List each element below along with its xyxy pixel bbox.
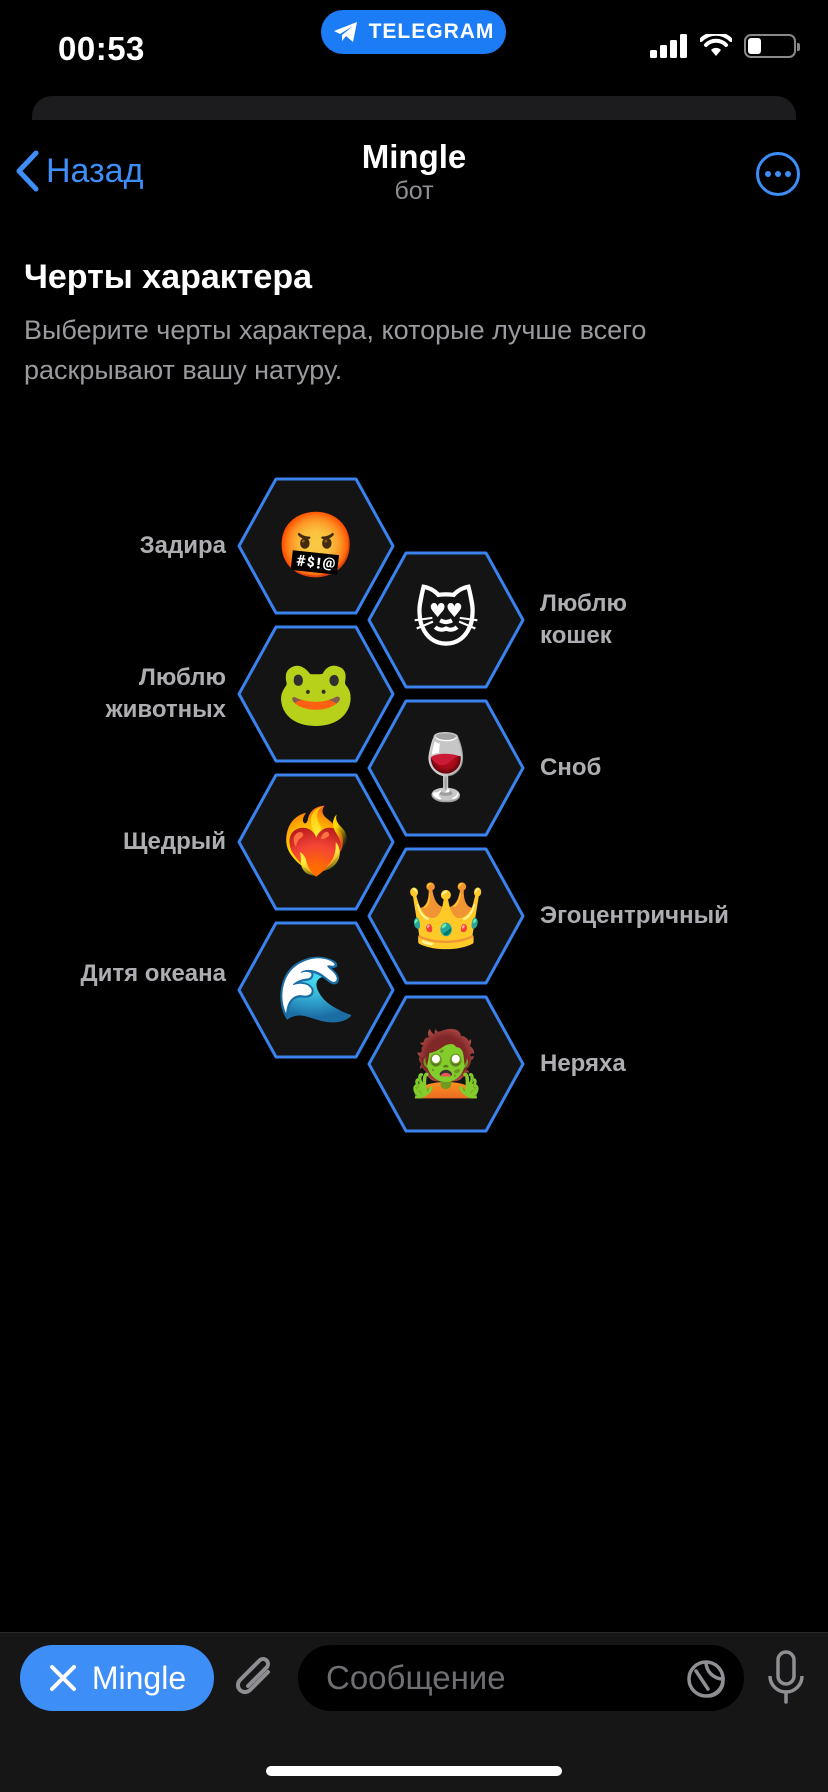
trait-label: Сноб [540,754,602,781]
close-icon [49,1665,76,1691]
trait-label: Неряха [540,1050,626,1077]
trait-label: Задира [139,532,226,559]
bot-title: Mingle [361,138,467,175]
page-description: Выберите черты характера, которые лучше … [24,315,647,385]
back-label: Назад [46,151,144,190]
trait-emoji-icon: ❤️‍🔥 [276,805,356,879]
trait-emoji-icon: 🧟 [406,1027,486,1101]
trait-label: Дитя океана [80,960,227,987]
chevron-left-icon [16,150,39,192]
paperclip-icon[interactable] [232,1652,280,1704]
trait-hex-button[interactable]: 😻 [366,550,526,690]
bot-subtitle: бот [394,177,434,205]
hexagon-shape [367,847,525,985]
trait-hex-button[interactable]: 🤬 [236,476,396,616]
trait-hex-button[interactable]: 🌊 [236,920,396,1060]
home-indicator [266,1766,562,1776]
return-to-telegram-pill[interactable]: TELEGRAM [321,10,506,54]
trait-emoji-icon: 😻 [412,583,480,657]
trait-emoji-icon: 🌊 [276,953,356,1027]
wifi-icon [700,34,732,56]
app-pill-label: TELEGRAM [368,20,495,43]
status-icons [650,34,800,58]
trait-emoji-icon: 🍷 [406,731,486,805]
hexagon-shape [367,995,525,1133]
back-button[interactable]: Назад [14,150,143,192]
microphone-icon[interactable] [766,1650,806,1706]
trait-label: Люблю кошек [540,590,627,649]
sheet-handle-area [32,96,796,120]
trait-emoji-icon: 👑 [406,879,486,953]
trait-label: Щедрый [123,828,226,855]
more-options-button[interactable] [756,152,800,196]
hexagon-shape [237,921,395,1059]
more-dot-icon [775,171,781,177]
trait-hex-button[interactable]: 🧟 [366,994,526,1134]
trait-emoji-icon: 🐸 [276,657,356,731]
battery-icon [744,34,800,58]
more-dot-icon [785,171,791,177]
trait-label: Эгоцентричный [540,902,729,929]
hexagon-shape [237,477,395,615]
hexagon-shape [367,699,525,837]
sticker-icon[interactable] [686,1659,726,1699]
trait-label: Люблю животных [105,664,226,723]
trait-hex-button[interactable]: 👑 [366,846,526,986]
trait-hex-button[interactable]: ❤️‍🔥 [236,772,396,912]
close-bot-button[interactable]: Mingle [20,1645,214,1711]
trait-hex-button[interactable]: 🐸 [236,624,396,764]
bot-button-label: Mingle [91,1659,187,1696]
message-input[interactable] [298,1645,744,1711]
more-dot-icon [765,171,771,177]
status-time: 00:53 [58,30,145,67]
hexagon-shape [237,625,395,763]
trait-hex-button[interactable]: 🍷 [366,698,526,838]
cellular-signal-icon [650,34,687,58]
page-title: Черты характера [24,258,313,296]
trait-emoji-icon: 🤬 [276,509,356,583]
hexagon-shape [237,773,395,911]
telegram-icon [333,22,357,42]
hexagon-shape [367,551,525,689]
